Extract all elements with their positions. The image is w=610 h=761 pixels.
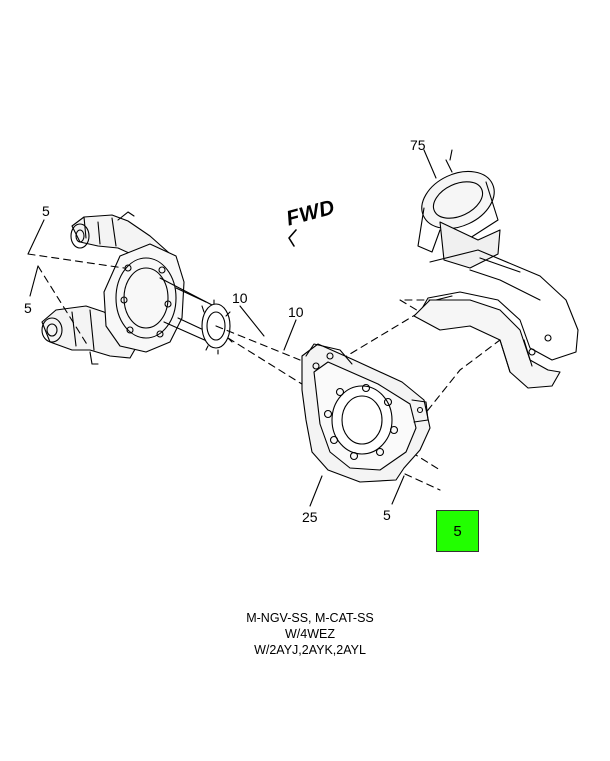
callout-10-b: 10	[288, 304, 304, 320]
callout-5-top: 5	[42, 203, 50, 219]
leader-5-left	[29, 265, 39, 297]
caption-line-2: W/4WEZ	[285, 627, 335, 641]
leader-25	[309, 475, 323, 507]
steering-knuckle-assembly	[41, 211, 233, 365]
callout-25: 25	[302, 509, 318, 525]
leader-5-top	[27, 219, 45, 255]
applicability-caption: M-NGV-SS, M-CAT-SS W/4WEZ W/2AYJ,2AYK,2A…	[210, 610, 410, 658]
callout-5-bottom: 5	[383, 507, 391, 523]
brake-chamber-assembly	[413, 149, 579, 389]
caption-line-1: M-NGV-SS, M-CAT-SS	[246, 611, 374, 625]
highlighted-part-callout[interactable]: 5	[436, 510, 479, 552]
leader-5-bottom	[391, 475, 405, 505]
highlighted-part-number: 5	[453, 522, 462, 540]
caption-line-3: W/2AYJ,2AYK,2AYL	[254, 643, 366, 657]
brake-backing-plate	[301, 343, 431, 483]
leader-75	[423, 149, 437, 179]
callout-75: 75	[410, 137, 426, 153]
callout-10-a: 10	[232, 290, 248, 306]
leader-10-a	[239, 305, 265, 337]
fwd-arrow-icon	[288, 229, 297, 247]
callout-5-left: 5	[24, 300, 32, 316]
explode-lines	[27, 253, 501, 491]
leader-10-b	[283, 319, 297, 351]
